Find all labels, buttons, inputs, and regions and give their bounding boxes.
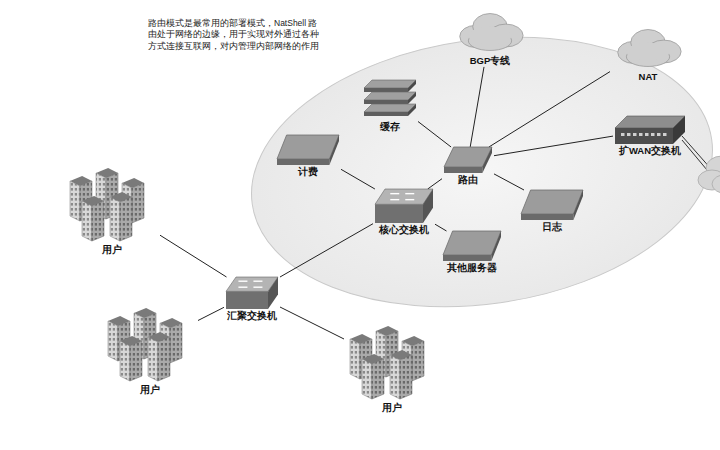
switch-node: 核心交换机 (373, 189, 435, 236)
network-link (428, 179, 442, 189)
node-label: 用户 (381, 403, 403, 414)
node-label: 用户 (139, 385, 161, 396)
bld-node: 用户 (64, 167, 160, 256)
stack-node: 缓存 (362, 80, 418, 133)
network-link (160, 235, 227, 277)
node-label: 计费 (297, 167, 319, 178)
tile-node: 计费 (275, 135, 341, 178)
network-link (280, 307, 344, 339)
bld-icon (346, 325, 438, 401)
network-link (470, 67, 484, 147)
switch-icon (226, 277, 278, 309)
cloud-icon (454, 10, 526, 54)
network-link (418, 122, 451, 148)
description-note: 路由模式是最常用的部署模式，NatShell 路由处于网络的边缘，用于实现对外通… (148, 18, 320, 52)
network-link (435, 224, 447, 231)
network-link (494, 174, 524, 190)
network-link (494, 136, 613, 156)
tile-icon (443, 231, 501, 261)
switch-node: 汇聚交换机 (224, 277, 280, 322)
bld-node: 用户 (344, 325, 440, 414)
cloud-node: BGP专线 (452, 10, 528, 67)
node-label: 缓存 (379, 122, 401, 133)
tile-icon (521, 190, 583, 220)
node-label: 日志 (541, 222, 563, 233)
stack-icon (364, 80, 416, 120)
network-region (234, 9, 720, 335)
tile-icon (277, 135, 339, 165)
tile-node: 日志 (519, 190, 585, 233)
network-link (341, 169, 375, 189)
switch-icon (375, 189, 433, 223)
tile-node: 其他服务器 (441, 231, 503, 274)
node-label: BGP专线 (469, 56, 512, 67)
network-link (489, 72, 610, 147)
node-label: NAT (638, 72, 659, 83)
node-label: 用户 (101, 245, 123, 256)
bld-node: 用户 (102, 307, 198, 396)
node-label: 核心交换机 (378, 225, 430, 236)
network-link (198, 307, 224, 320)
tile-icon (444, 147, 492, 173)
network-link (280, 224, 373, 277)
bld-icon (104, 307, 196, 383)
cloud-icon (612, 26, 684, 70)
bld-icon (66, 167, 158, 243)
rack-node: 扩WAN交换机 (613, 116, 687, 157)
cloud-node: NAT (610, 26, 686, 83)
node-label: 汇聚交换机 (226, 311, 278, 322)
node-label: 路由 (457, 175, 479, 186)
tile-node: 路由 (442, 147, 494, 186)
partial-cloud (698, 156, 720, 194)
node-label: 扩WAN交换机 (618, 146, 682, 157)
node-label: 其他服务器 (446, 263, 498, 274)
rack-icon (615, 116, 685, 144)
